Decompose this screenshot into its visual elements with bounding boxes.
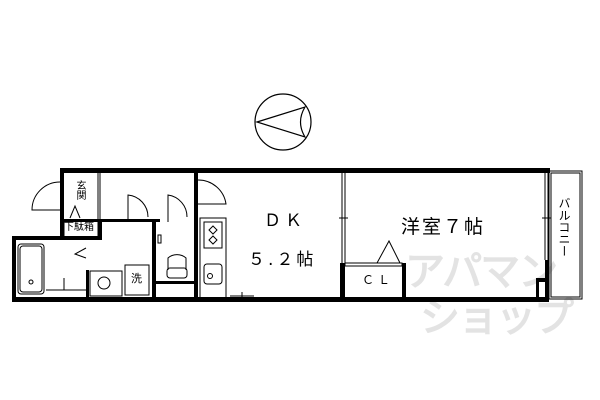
room-label-entrance: 玄関 [74, 180, 85, 200]
room-label-balcony: バルコニー [557, 197, 571, 257]
room-size-dk: ５.２帖 [248, 250, 317, 270]
room-label-closet: ＣＬ [362, 273, 395, 287]
washer-label: 洗 [131, 272, 142, 285]
watermark-line2: ショップ [420, 295, 574, 341]
watermark-line1: アパマン [405, 249, 558, 295]
room-label-shoe-box: 下駄箱 [64, 222, 94, 233]
compass-icon [254, 93, 312, 151]
walls [12, 168, 550, 302]
room-label-western: 洋室７帖 [401, 216, 486, 238]
room-label-dk: ＤＫ [264, 211, 306, 231]
